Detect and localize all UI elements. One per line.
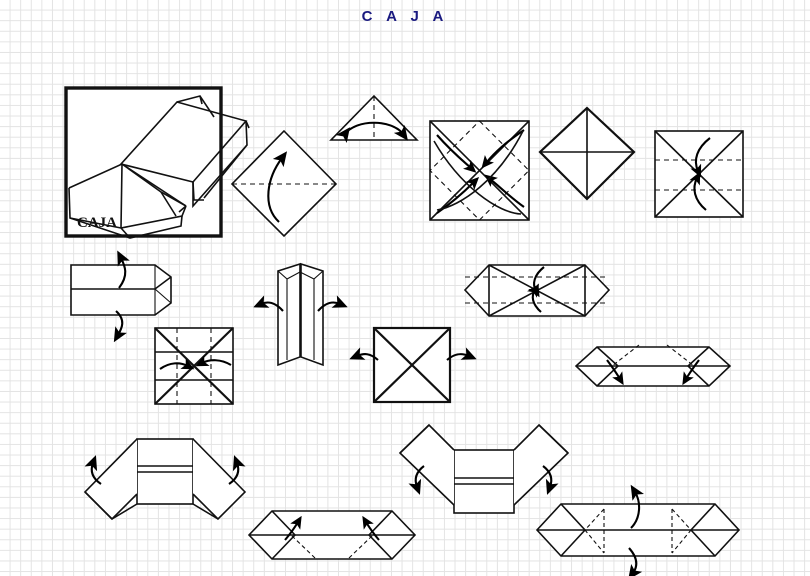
step-8-arrow-left [159,358,195,370]
step-1-finished-box: CAJA [64,86,250,239]
step-3-double-arrow [335,121,408,144]
step-13-arrow-right [228,455,246,485]
step-5-diamond-with-cross [538,106,636,201]
step-9-arrow-right [317,295,348,312]
step-10-arrow-right [446,347,477,361]
step-9-arrow-left [253,295,284,312]
step-1-frame [64,86,223,238]
step-8-arrow-right [195,355,232,367]
step-13-arrow-left [84,455,102,485]
step-13-wings-up-left-right [83,438,247,521]
step-14-arrow-right [362,515,380,541]
step-16-arrow-up [630,484,645,529]
step-15-wings-down-left-right [398,423,570,514]
step-12-arrow-left [606,359,624,386]
step-8-square-sides-to-centre [154,327,234,405]
step-12-arrow-right [682,359,700,386]
step-12-long-hexagon-fold-down [574,344,732,387]
step-16-open-the-box [535,484,741,576]
step-4-arrow-tl [436,134,477,173]
step-4-arrow-tr [481,129,525,169]
step-14-arrow-left [284,515,302,541]
step-4-arrow-br [484,174,525,208]
step-1-box-drawing [68,95,250,239]
step-6-square-edges-to-centre [654,130,744,218]
step-7-arrow-up [117,250,130,289]
step-15-arrow-right [542,465,559,495]
step-6-arrow-bottom [689,171,707,211]
step-4-arrow-bl [436,176,480,214]
step-9-standing-panels [253,262,348,367]
step-14-long-hexagon-fold-up [247,510,417,560]
step-7-flat-band-open [70,250,172,343]
step-16-arrow-down [628,547,643,576]
step-11-arrow-bottom [527,284,542,313]
step-6-arrow-top [690,137,711,178]
step-4-square-corners-to-centre [429,120,530,221]
step-1-caja-label: CAJA [77,215,117,231]
step-3-triangle-fold [329,94,419,144]
step-10-square-open-out [349,326,477,404]
step-10-arrow-left [349,347,379,361]
step-2-square-diamond-fold [230,129,338,238]
page-title: C A J A [361,8,449,25]
step-15-arrow-left [408,465,425,495]
step-11-hexagon-edges-to-centre [463,264,611,317]
step-2-fold-arrow [267,151,288,223]
step-7-arrow-down [113,310,127,343]
